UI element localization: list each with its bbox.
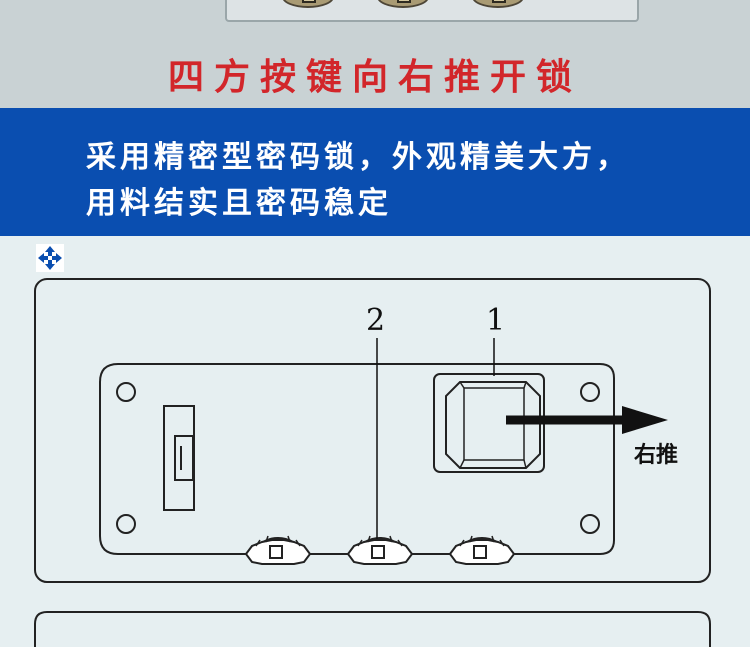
- dial-wheel-photo: [377, 0, 429, 8]
- product-photo-strip: 四方按键向右推开锁: [0, 0, 750, 108]
- label-2: 2: [366, 303, 385, 338]
- info-band: 采用精密型密码锁，外观精美大方， 用料结实且密码稳定: [0, 108, 750, 272]
- screw-hole: [580, 514, 600, 534]
- dial-wheel: [346, 535, 414, 565]
- arrow-head: [622, 406, 668, 434]
- info-line-1: 采用精密型密码锁，外观精美大方，: [86, 140, 630, 175]
- headline: 四方按键向右推开锁: [167, 57, 582, 98]
- lock-photo: [225, 0, 639, 22]
- dial-wheel-photo: [282, 0, 334, 8]
- dial-wheel: [448, 535, 516, 565]
- label-1: 1: [486, 303, 505, 338]
- latch-bolt: [174, 435, 194, 481]
- dial-wheel: [244, 535, 312, 565]
- move-arrows-icon: [36, 244, 64, 272]
- screw-hole: [116, 382, 136, 402]
- lower-panel: [34, 611, 711, 647]
- lock-diagram: 右推 2 1: [34, 278, 711, 647]
- dial-wheel-photo: [472, 0, 524, 8]
- arrow-label: 右推: [634, 443, 678, 468]
- info-line-2: 用料结实且密码稳定: [86, 186, 392, 221]
- latch-slot: [163, 405, 195, 511]
- lock-body: [99, 363, 615, 555]
- screw-hole: [116, 514, 136, 534]
- outer-panel: [34, 278, 711, 583]
- screw-hole: [580, 382, 600, 402]
